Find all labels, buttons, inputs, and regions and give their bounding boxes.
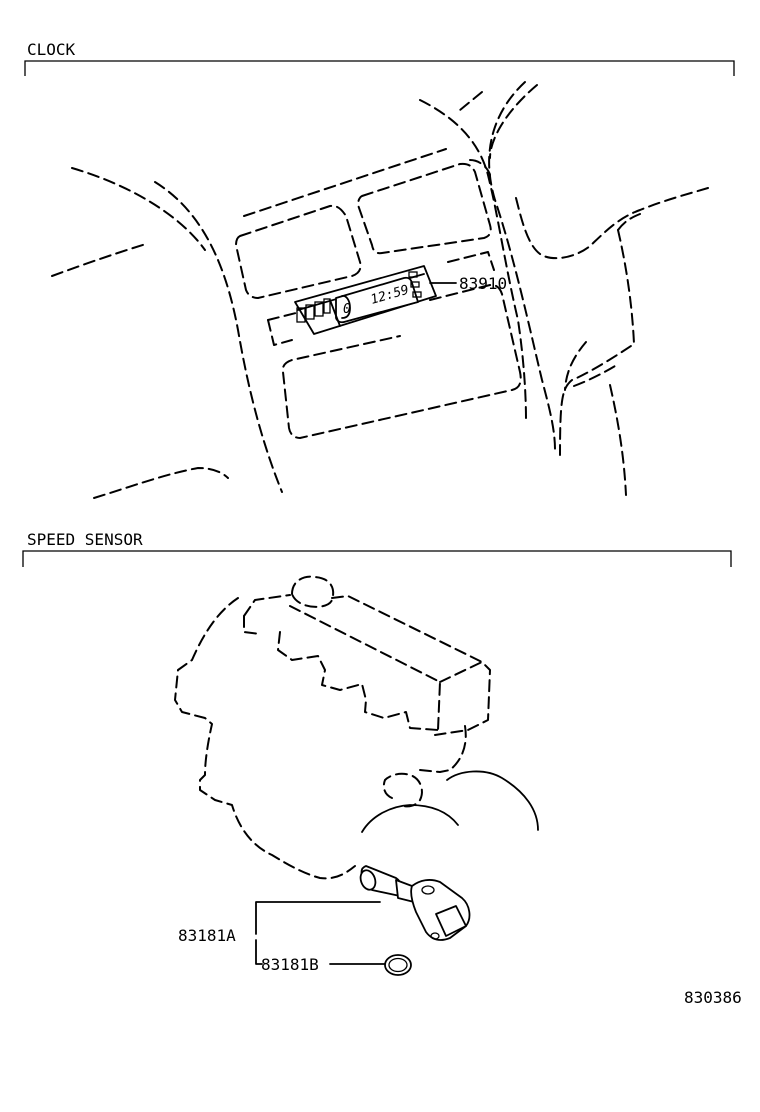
dash-line: [515, 187, 709, 260]
diagram-reference-id: 830386: [684, 988, 742, 1007]
dash-line: [488, 81, 556, 451]
air-vent-right: [357, 162, 492, 255]
dash-line: [267, 319, 293, 346]
part-number-83181b: 83181B: [261, 955, 319, 974]
dash-line: [439, 661, 483, 683]
leader-line-83181b-bracket: [255, 939, 263, 965]
dash-line: [469, 159, 491, 176]
clock-indicator: [412, 291, 422, 298]
sensor-connector: [435, 905, 467, 937]
dash-line: [617, 213, 641, 231]
dash-line: [243, 615, 261, 635]
sensor-bolt-hole: [421, 885, 435, 895]
part-number-83181a: 83181A: [178, 926, 236, 945]
clock-button: [296, 307, 306, 323]
leader-line-83181a: [255, 901, 381, 935]
dashboard-outline: [51, 81, 709, 499]
sensor-body: [410, 879, 471, 941]
dash-line: [419, 725, 467, 773]
sensor-bolt-hole: [430, 932, 440, 940]
speed-sensor-part: [359, 865, 471, 941]
dash-line: [243, 594, 291, 617]
dash-line: [459, 91, 483, 111]
section-title-speed-sensor: SPEED SENSOR: [27, 530, 143, 549]
clock-indicator: [410, 281, 420, 288]
dash-line: [489, 84, 538, 159]
o-ring-part: [384, 954, 412, 976]
o-ring-inner: [388, 957, 408, 973]
dash-line: [559, 229, 635, 456]
transmission-outline: [361, 804, 459, 833]
dash-line: [289, 605, 441, 731]
dash-line: [564, 341, 587, 391]
sensor-tip: [359, 869, 377, 891]
air-vent-left: [235, 204, 362, 299]
dash-line: [51, 243, 147, 277]
dash-line: [573, 365, 616, 387]
section-bracket-clock: [24, 60, 735, 76]
dash-line: [93, 467, 229, 499]
engine-block: [174, 597, 356, 880]
dash-line: [609, 384, 627, 496]
clock-face-digit: 0: [343, 302, 351, 317]
transmission-outline: [446, 770, 539, 831]
clock-dial-curve: [341, 295, 351, 319]
dash-line: [154, 181, 283, 493]
oil-cap: [291, 575, 335, 608]
part-number-83910: 83910: [459, 274, 507, 293]
intake-runners: [277, 631, 439, 731]
clock-indicator: [408, 271, 418, 278]
dash-line: [382, 772, 423, 808]
section-title-clock: CLOCK: [27, 40, 76, 59]
clock-button: [323, 298, 331, 314]
clock-unit: 0 12:59: [294, 265, 437, 335]
dash-line: [267, 311, 301, 321]
console-panel: [281, 283, 522, 439]
engine-outline: [174, 575, 539, 880]
dash-line: [419, 99, 527, 421]
dash-line: [447, 251, 495, 271]
dash-line: [331, 595, 491, 736]
clock-button: [314, 301, 324, 317]
clock-button: [305, 304, 315, 320]
clock-display-divider: [329, 299, 341, 327]
section-bracket-speed-sensor: [22, 550, 732, 567]
dash-line: [71, 167, 206, 251]
dash-line: [243, 148, 447, 217]
